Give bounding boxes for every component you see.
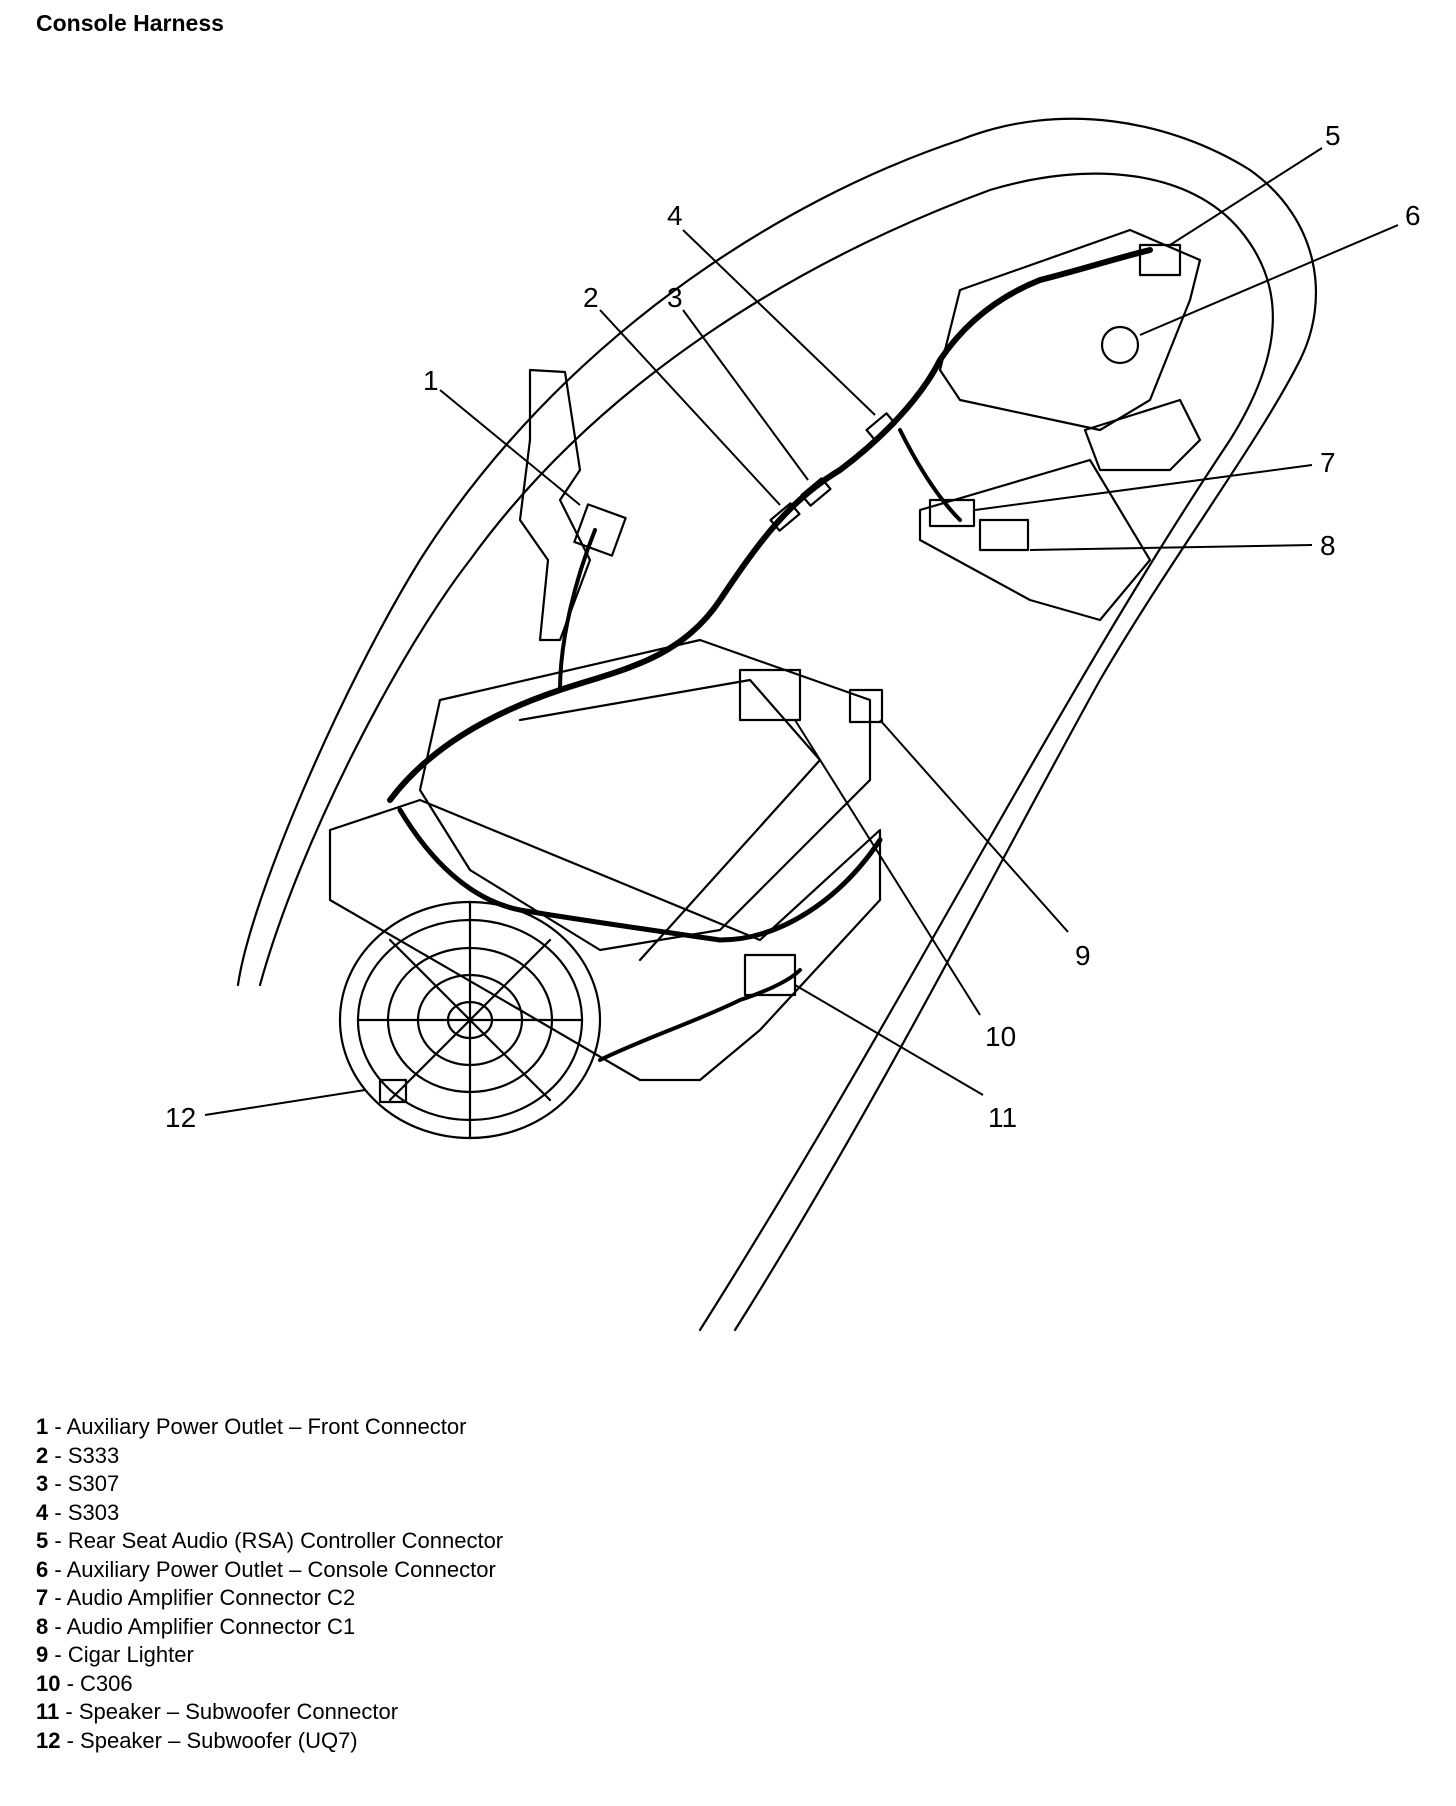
callout-4: 4 xyxy=(667,200,683,231)
leader-line-7 xyxy=(974,464,1313,511)
legend-separator: - xyxy=(48,1442,68,1468)
legend-number: 2 xyxy=(36,1442,49,1468)
leader-line-6 xyxy=(1139,224,1399,336)
subwoofer-speaker xyxy=(338,900,602,1140)
legend-text: S303 xyxy=(67,1499,120,1525)
leader-line-8 xyxy=(1029,544,1313,551)
legend-number: 4 xyxy=(36,1499,49,1525)
legend-separator: - xyxy=(48,1499,68,1525)
callout-2: 2 xyxy=(583,282,599,313)
leader-line-11 xyxy=(794,984,984,1096)
callout-6: 6 xyxy=(1405,200,1421,231)
callout-1: 1 xyxy=(423,365,439,396)
legend-separator: - xyxy=(48,1414,67,1439)
legend-item: 10 - C306 xyxy=(36,1670,503,1699)
legend-number: 3 xyxy=(36,1471,49,1496)
legend-text: S333 xyxy=(67,1442,120,1468)
callout-5: 5 xyxy=(1325,120,1341,151)
amplifier-tray xyxy=(918,458,1152,622)
front-aux-outlet-connector xyxy=(573,503,627,557)
legend-number: 1 xyxy=(36,1414,49,1439)
legend-separator: - xyxy=(48,1585,67,1610)
page-title: Console Harness xyxy=(36,10,224,36)
legend-item: 12 - Speaker – Subwoofer (UQ7) xyxy=(36,1727,503,1756)
callout-11: 11 xyxy=(988,1102,1017,1133)
legend-separator: - xyxy=(48,1471,68,1496)
legend-number: 5 xyxy=(36,1528,49,1553)
callout-3: 3 xyxy=(667,282,683,313)
leader-line-1 xyxy=(439,389,581,506)
legend-text: Audio Amplifier Connector C2 xyxy=(66,1585,356,1610)
legend-number: 7 xyxy=(36,1585,49,1610)
center-storage-bin xyxy=(418,638,872,952)
legend-separator: - xyxy=(60,1727,81,1753)
legend-text: Auxiliary Power Outlet – Front Connector xyxy=(66,1414,467,1439)
splice-s307 xyxy=(800,477,832,507)
legend-item: 3 - S307 xyxy=(36,1470,503,1499)
auxiliary-power-outlet-housing xyxy=(1083,398,1202,472)
leader-line-9 xyxy=(879,719,1069,933)
leader-line-10 xyxy=(794,719,981,1016)
legend-separator: - xyxy=(48,1613,67,1639)
harness-rear-branch xyxy=(397,807,883,943)
legend-number: 10 xyxy=(36,1670,61,1696)
leader-line-12 xyxy=(204,1089,366,1116)
rear-tray xyxy=(328,798,882,1082)
rsa-compartment xyxy=(938,228,1202,432)
legend-text: Auxiliary Power Outlet – Console Connect… xyxy=(66,1556,496,1582)
amp-connector-c1 xyxy=(978,518,1030,552)
legend-item: 6 - Auxiliary Power Outlet – Console Con… xyxy=(36,1556,503,1585)
legend-text: Audio Amplifier Connector C1 xyxy=(66,1613,356,1639)
callout-10: 10 xyxy=(985,1021,1016,1052)
aux-outlet-console-connector xyxy=(1100,325,1140,365)
legend-separator: - xyxy=(48,1556,67,1582)
legend-text: Speaker – Subwoofer Connector xyxy=(78,1699,399,1724)
front-left-pillar xyxy=(518,368,592,642)
legend-separator: - xyxy=(48,1528,68,1553)
harness-subwoofer-branch xyxy=(598,968,802,1062)
console-inner-shell xyxy=(258,172,1274,1332)
legend-number: 12 xyxy=(36,1727,61,1753)
legend-item: 2 - S333 xyxy=(36,1442,503,1471)
legend-text: Rear Seat Audio (RSA) Controller Connect… xyxy=(67,1528,504,1553)
console-outer-shell xyxy=(236,117,1317,1332)
leader-line-3 xyxy=(682,309,809,481)
harness-amp-branch xyxy=(898,428,962,522)
amp-connector-c2 xyxy=(928,498,976,528)
legend-text: C306 xyxy=(80,1670,133,1696)
legend-item: 9 - Cigar Lighter xyxy=(36,1641,503,1670)
legend-text: Speaker – Subwoofer (UQ7) xyxy=(80,1727,358,1753)
splice-s303 xyxy=(865,412,897,442)
subwoofer-connector xyxy=(743,953,797,997)
legend-separator: - xyxy=(48,1642,68,1667)
harness-main-trunk xyxy=(387,247,1153,803)
splice-s333 xyxy=(769,502,801,532)
callout-7: 7 xyxy=(1320,447,1336,478)
callout-12: 12 xyxy=(165,1102,196,1133)
leader-line-5 xyxy=(1169,147,1323,246)
leader-line-4 xyxy=(682,229,876,416)
legend-separator: - xyxy=(59,1699,79,1724)
legend-number: 11 xyxy=(36,1699,60,1724)
leader-line-2 xyxy=(599,309,781,506)
callout-8: 8 xyxy=(1320,530,1336,561)
legend-item: 7 - Audio Amplifier Connector C2 xyxy=(36,1584,503,1613)
legend-number: 9 xyxy=(36,1642,49,1667)
legend-item: 5 - Rear Seat Audio (RSA) Controller Con… xyxy=(36,1527,503,1556)
legend-number: 6 xyxy=(36,1556,49,1582)
legend-item: 11 - Speaker – Subwoofer Connector xyxy=(36,1698,503,1727)
legend-item: 4 - S303 xyxy=(36,1499,503,1528)
legend-text: S307 xyxy=(67,1471,120,1496)
rsa-controller-connector xyxy=(1138,243,1182,277)
console-harness-diagram: 1 2 3 4 5 6 7 8 9 10 11 12 xyxy=(165,117,1421,1332)
c306-connector xyxy=(738,668,802,722)
callout-9: 9 xyxy=(1075,940,1091,971)
cigar-lighter-connector xyxy=(848,688,884,724)
legend-number: 8 xyxy=(36,1613,49,1639)
legend-item: 1 - Auxiliary Power Outlet – Front Conne… xyxy=(36,1413,503,1442)
legend-text: Cigar Lighter xyxy=(67,1642,194,1667)
legend-item: 8 - Audio Amplifier Connector C1 xyxy=(36,1613,503,1642)
legend-list: 1 - Auxiliary Power Outlet – Front Conne… xyxy=(36,1413,503,1755)
legend-separator: - xyxy=(60,1670,81,1696)
